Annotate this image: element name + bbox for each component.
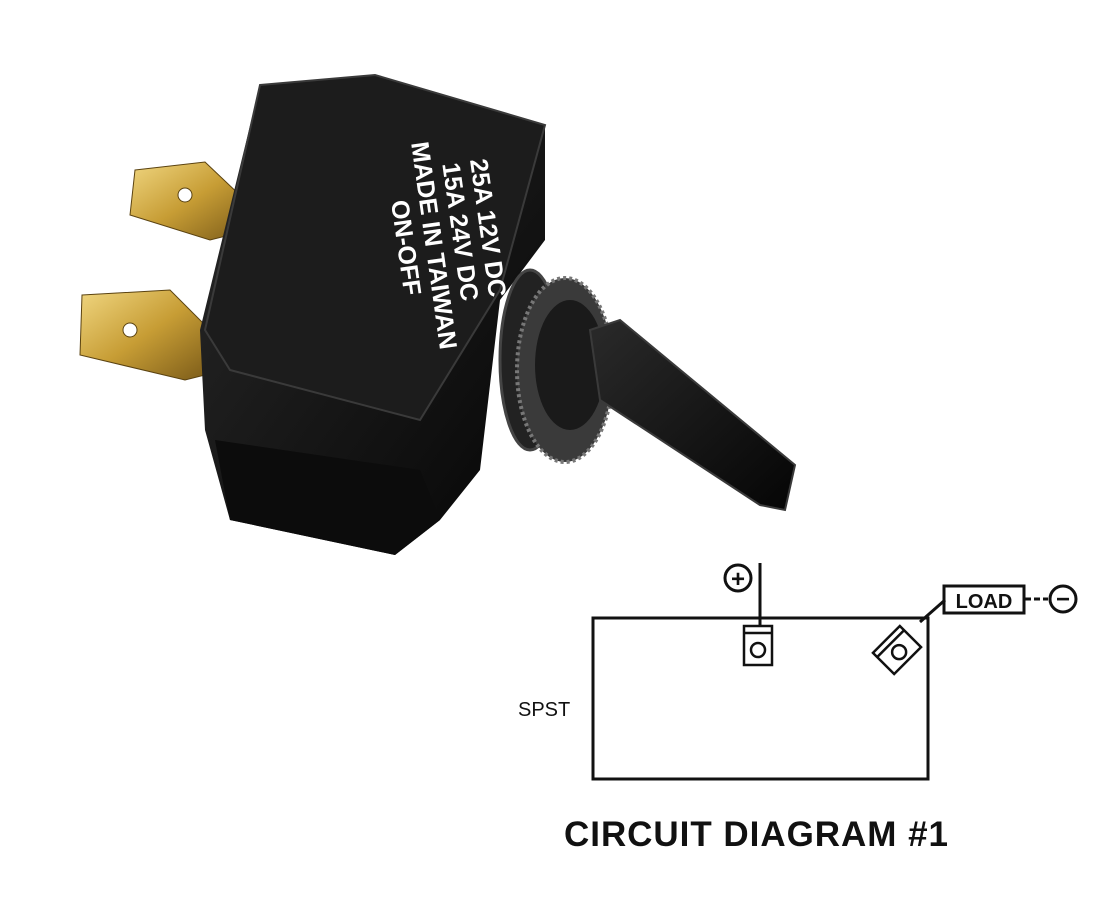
toggle-switch-photo: 25A 12V DC 15A 24V DC MADE IN TAIWAN ON-… (79, 73, 797, 555)
load-label: LOAD (956, 591, 1013, 613)
negative-symbol: − (1056, 586, 1070, 613)
load-box (942, 584, 1026, 615)
diagram-title: CIRCUIT DIAGRAM #1 (564, 815, 948, 854)
terminal-1 (742, 624, 774, 667)
switch-type-label: SPST (518, 699, 570, 721)
positive-symbol: + (731, 566, 745, 593)
negative-terminal-icon (1048, 584, 1078, 614)
toggle-lever[interactable] (588, 318, 797, 512)
terminal-lower (79, 289, 211, 381)
positive-terminal-icon (723, 563, 753, 593)
circuit-diagram: + LOAD − SPST CIRCUIT DIAGRAM #1 (518, 563, 1078, 854)
terminal-2 (871, 624, 923, 676)
